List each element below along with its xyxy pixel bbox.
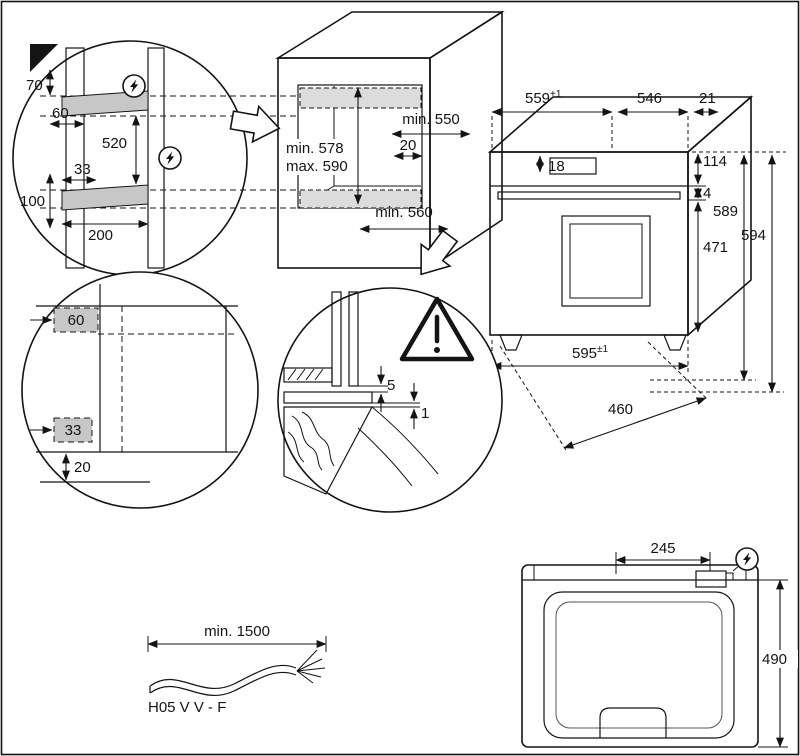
- dim-label-460: 460: [608, 401, 633, 418]
- detail-circle: [21, 271, 259, 509]
- connection-box: [695, 570, 727, 588]
- worktop-section: [283, 367, 333, 383]
- cabinet-top-face: [275, 11, 505, 59]
- oven-front-face: [489, 151, 689, 336]
- mounting-bracket: [53, 307, 99, 333]
- mounting-bracket: [53, 417, 93, 443]
- dim-label-70: 70: [26, 77, 43, 94]
- dim-label-60-side: 60: [52, 105, 69, 122]
- cable-line: [149, 664, 297, 689]
- dim-label-18: 18: [548, 158, 565, 175]
- corner-marker: [30, 44, 58, 72]
- detail-circle: [277, 287, 503, 513]
- front-mount-detail: 60 33 20: [21, 271, 259, 509]
- dim-label-595: 595±1: [572, 344, 609, 362]
- cabinet-front-face: [277, 57, 431, 269]
- dim-label-490: 490: [762, 651, 787, 668]
- worktop-outline: [521, 564, 759, 748]
- cabinet-side-face: [429, 10, 503, 270]
- panel-section: [348, 291, 359, 387]
- dim-label-20-rail: 20: [400, 137, 417, 154]
- dim-label-471: 471: [703, 239, 728, 256]
- high-voltage-icon: [735, 547, 759, 571]
- dim-label-520: 520: [102, 135, 127, 152]
- callout-arrow: [405, 224, 466, 286]
- cabinet-niche: min. 550 20 min. 578 max. 590 min. 560: [228, 10, 505, 286]
- oven-body-outline: [543, 591, 735, 739]
- door-window: [561, 215, 651, 307]
- dim-label-200: 200: [88, 227, 113, 244]
- side-mount-detail: 70 60 520 33 100 200: [12, 40, 300, 276]
- clearance-detail: 5 1: [277, 287, 503, 513]
- dim-label-5: 5: [387, 377, 395, 394]
- dim-label-min578: min. 578: [286, 140, 344, 157]
- high-voltage-icon: [122, 74, 146, 98]
- dim-label-100: 100: [20, 193, 45, 210]
- mounting-rail: [61, 184, 149, 211]
- oven-3d: 559+1 546 21 18 114 4 471 589 594 595±1 …: [487, 89, 786, 451]
- dim-label-max590: max. 590: [286, 158, 348, 175]
- oven-top-view: 245 490: [521, 540, 798, 748]
- door-handle: [497, 191, 681, 200]
- dim-label-21: 21: [699, 90, 716, 107]
- dim-label-60-front: 60: [68, 312, 85, 329]
- mounting-rail: [61, 90, 149, 117]
- dim-label-33-side: 33: [74, 161, 91, 178]
- panel-section: [331, 291, 342, 387]
- cable-line: [149, 671, 297, 696]
- oven-foot: [663, 334, 687, 351]
- dim-label-559: 559+1: [525, 89, 562, 107]
- dim-label-594: 594: [741, 227, 766, 244]
- door-window-inner: [569, 223, 643, 299]
- dim-label-33-front: 33: [65, 422, 82, 439]
- dim-label-114: 114: [703, 153, 727, 170]
- high-voltage-icon: [158, 146, 182, 170]
- fan-housing: [599, 707, 667, 738]
- dim-label-546: 546: [637, 90, 662, 107]
- cabinet-side-panel: [65, 47, 85, 269]
- cable-type-label: H05 V V - F: [148, 699, 226, 716]
- oven-foot: [499, 334, 523, 351]
- rail-position-band: [299, 87, 422, 109]
- warning-icon: [399, 296, 475, 362]
- dim-label-min1500: min. 1500: [204, 623, 270, 640]
- oven-cavity-outline: [555, 601, 723, 729]
- wood-section: [283, 406, 373, 495]
- dim-label-4: 4: [703, 185, 711, 202]
- dim-label-20-front: 20: [74, 459, 91, 476]
- board-section: [283, 391, 373, 404]
- dim-label-min560: min. 560: [375, 204, 433, 221]
- control-display: [549, 157, 597, 175]
- dim-label-min550: min. 550: [402, 111, 460, 128]
- dim-label-1: 1: [421, 405, 429, 422]
- power-cable: min. 1500 H05 V V - F: [147, 623, 327, 716]
- dim-label-245: 245: [650, 540, 675, 557]
- dim-label-589: 589: [713, 203, 738, 220]
